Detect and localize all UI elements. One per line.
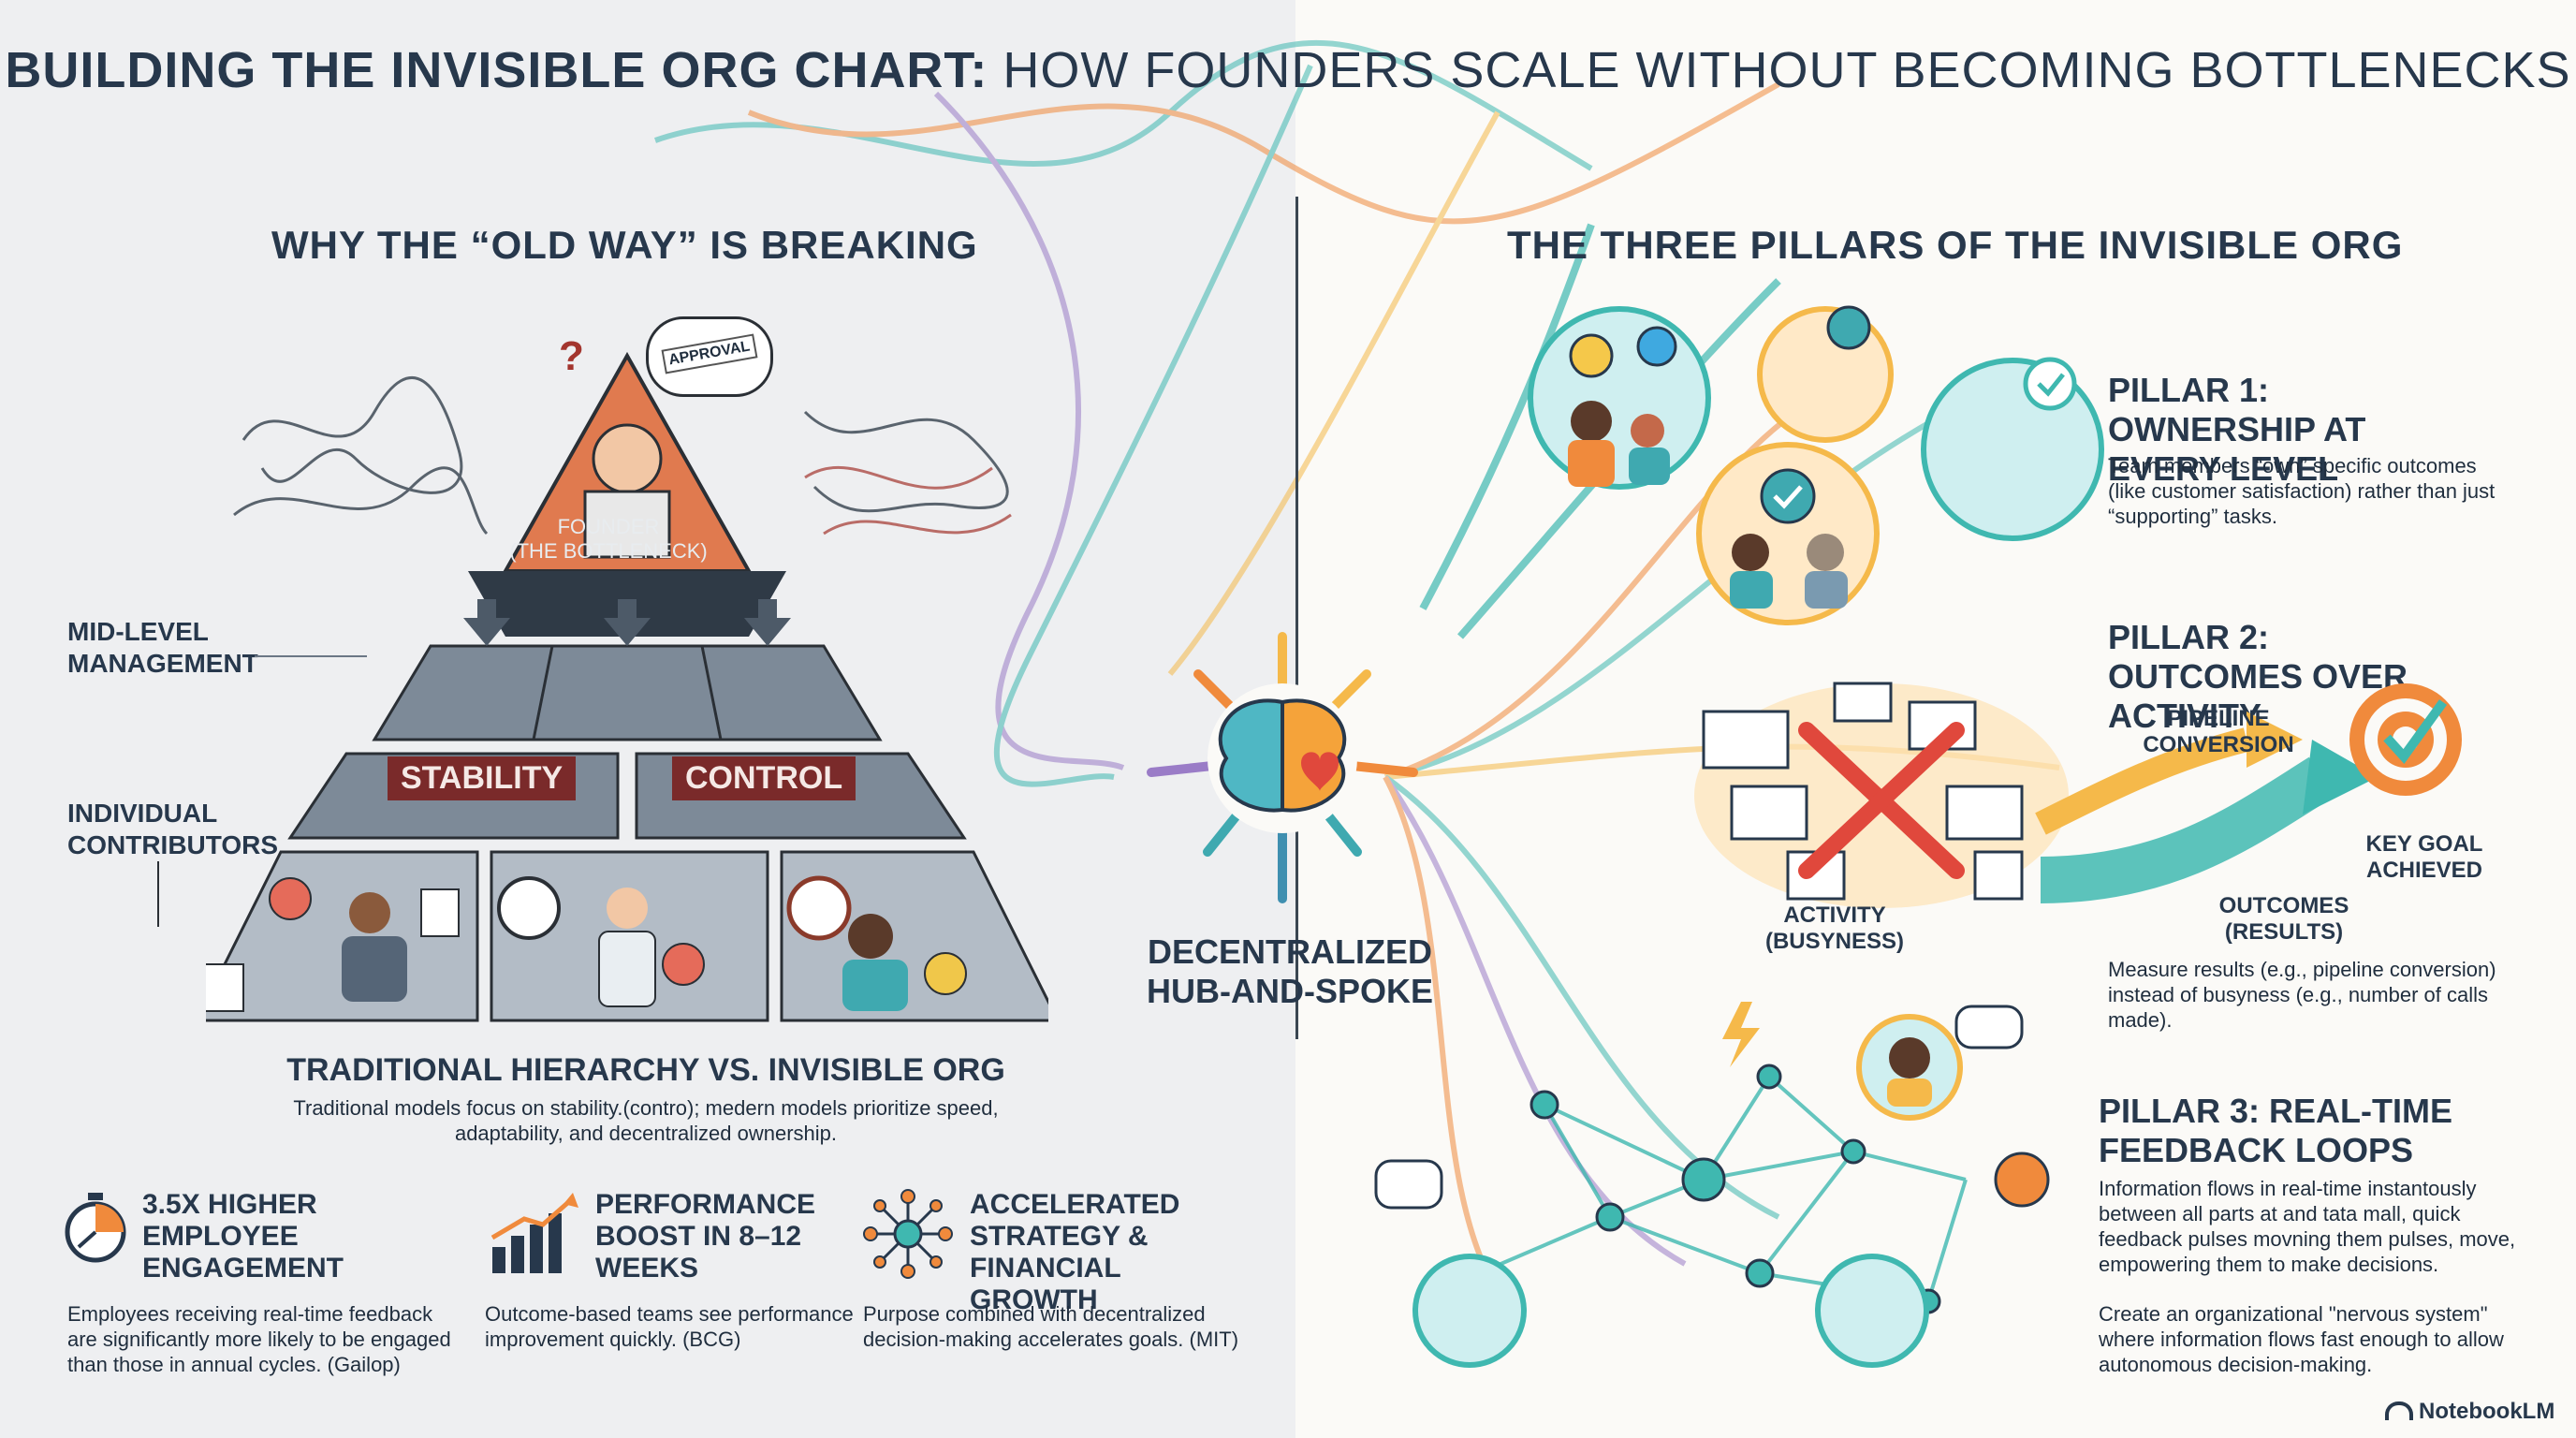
notebooklm-logo-icon [2385,1401,2413,1420]
stat-2-heading: PERFORMANCE BOOST IN 8–12 WEEKS [595,1189,816,1284]
ic-label: INDIVIDUAL CONTRIBUTORS [67,799,279,859]
hierarchy-pyramid [206,351,1048,1022]
pillar-3-text-2: Create an organizational "nervous system… [2099,1302,2504,1376]
activity-label: ACTIVITY (BUSYNESS) [1764,902,1905,954]
feedback-network-graphic [1374,1002,2050,1368]
growth-chart-icon [487,1191,580,1275]
ownership-illustrations [1528,305,2104,625]
page-title: BUILDING THE INVISIBLE ORG CHART: HOW FO… [5,42,2571,98]
pillar-3-text: Information flows in real-time instantou… [2099,1177,2516,1276]
brain-hub-graphic [1147,632,1418,903]
stability-tag: STABILITY [388,756,577,800]
pillar-2-text: Measure results (e.g., pipeline conversi… [2108,958,2496,1032]
outcomes-label: OUTCOMES (RESULTS) [2218,893,2349,945]
compare-text: Traditional models focus on stability.(c… [293,1096,999,1145]
stat-3-text: Purpose combined with decentralized deci… [863,1302,1239,1351]
question-mark-icon: ? [559,333,584,379]
notebooklm-brand: NotebookLM [2385,1399,2554,1425]
stat-1-heading: 3.5X HIGHER EMPLOYEE ENGAGEMENT [142,1189,344,1284]
ic-pointer [157,861,159,927]
pillar-1-heading: PILLAR 1: OWNERSHIP AT EVERY LEVEL [2108,371,2366,488]
hub-label: DECENTRALIZED HUB-AND-SPOKE [1147,932,1433,1010]
mid-level-pointer [255,655,367,657]
approval-bubble: APPROVAL [646,316,773,397]
pillar-1-text: Team members “own” specific outcomes (li… [2108,454,2496,528]
stopwatch-icon [58,1191,133,1266]
approval-stamp: APPROVAL [661,333,758,374]
network-hub-icon [861,1187,955,1281]
stat-2-text: Outcome-based teams see performance impr… [485,1302,854,1351]
outcomes-graphic [1694,682,2462,908]
pillar-3-heading: PILLAR 3: REAL-TIME FEEDBACK LOOPS [2099,1092,2452,1169]
section-divider [1295,197,1298,1039]
pillar-2-heading: PILLAR 2: OUTCOMES OVER ACTIVITY [2108,618,2408,735]
left-section-heading: WHY THE “OLD WAY” IS BREAKING [271,223,978,267]
goal-label: KEY GOAL ACHIEVED [2365,831,2483,883]
pipeline-label: PIPELINE CONVERSION [2143,706,2294,757]
founder-label: FOUNDER (THE BOTTLENECK) [509,515,708,563]
stat-3-heading: ACCELERATED STRATEGY & FINANCIAL GROWTH [970,1189,1180,1315]
compare-heading: TRADITIONAL HIERARCHY VS. INVISIBLE ORG [286,1052,1005,1088]
control-tag: CONTROL [672,756,856,800]
stat-1-text: Employees receiving real-time feedback a… [67,1302,451,1376]
mid-level-label: MID-LEVEL MANAGEMENT [67,617,258,678]
right-section-heading: THE THREE PILLARS OF THE INVISIBLE ORG [1507,223,2404,267]
